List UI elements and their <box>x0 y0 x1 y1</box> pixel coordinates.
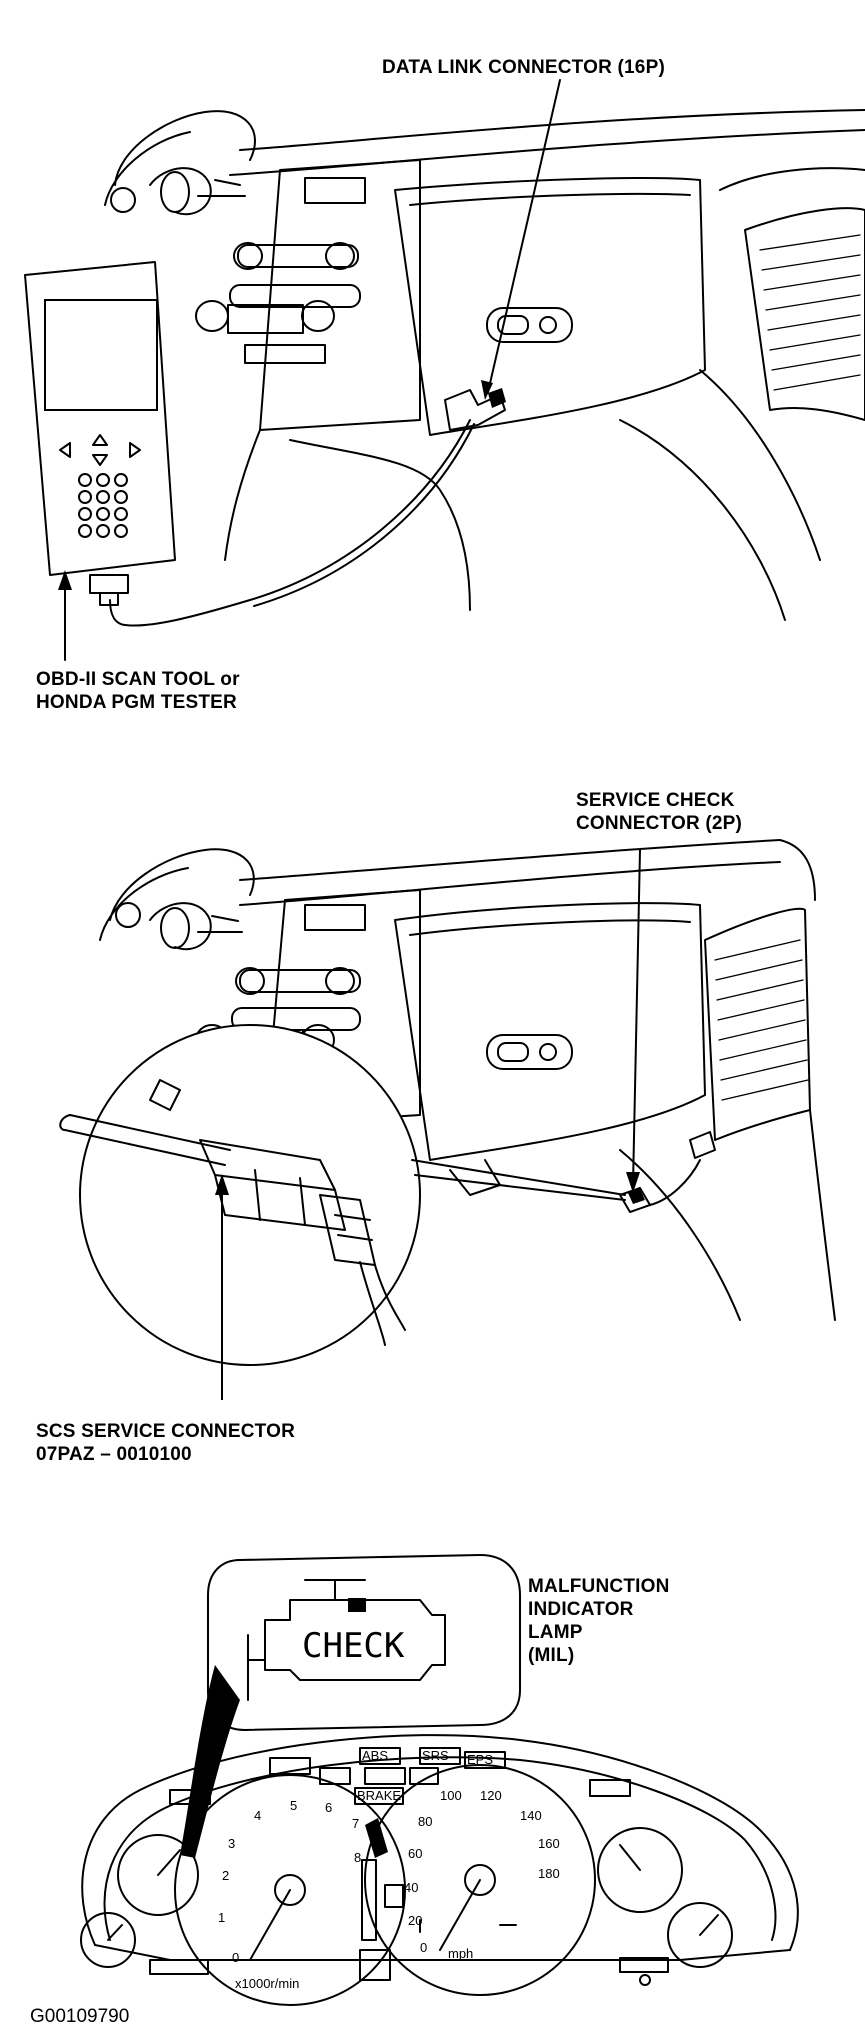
mil-label-line4: (MIL) <box>528 1645 575 1666</box>
speedo-number-80: 80 <box>418 1814 432 1829</box>
tach-number-0: 0 <box>232 1950 239 1965</box>
scan-tool-label: OBD-II SCAN TOOL or HONDA PGM TESTER <box>36 668 240 714</box>
tach-number-3: 3 <box>228 1836 235 1851</box>
speedo-number-20: 20 <box>408 1913 422 1928</box>
eps-lamp-label: EPS <box>467 1752 493 1767</box>
abs-lamp-label: ABS <box>362 1748 388 1763</box>
dash-illustration-dlc <box>24 79 865 661</box>
tach-number-1: 1 <box>218 1910 225 1925</box>
check-engine-lamp-text: CHECK <box>302 1626 405 1666</box>
figure-code: G00109790 <box>30 2006 130 2027</box>
scan-tool-label-line1: OBD-II SCAN TOOL or <box>36 669 240 690</box>
tach-number-5: 5 <box>290 1798 297 1813</box>
tach-unit: x1000r/min <box>235 1976 299 1991</box>
speedo-number-160: 160 <box>538 1836 560 1851</box>
speedo-number-60: 60 <box>408 1846 422 1861</box>
service-check-connector-label: SERVICE CHECK CONNECTOR (2P) <box>576 789 742 835</box>
speedo-number-120: 120 <box>480 1788 502 1803</box>
tach-number-8: 8 <box>354 1850 361 1865</box>
tach-number-6: 6 <box>325 1800 332 1815</box>
speedo-number-140: 140 <box>520 1808 542 1823</box>
speedo-number-40: 40 <box>404 1880 418 1895</box>
tach-number-4: 4 <box>254 1808 261 1823</box>
speed-unit: mph <box>448 1946 473 1961</box>
mil-label-line2: INDICATOR <box>528 1599 634 1620</box>
scs-label-line1: SCS SERVICE CONNECTOR <box>36 1421 295 1442</box>
mil-label-line3: LAMP <box>528 1622 583 1643</box>
srs-lamp-label: SRS <box>422 1748 449 1763</box>
speedo-number-100: 100 <box>440 1788 462 1803</box>
mil-label: MALFUNCTION INDICATOR LAMP (MIL) <box>528 1575 670 1667</box>
speedo-number-0: 0 <box>420 1940 427 1955</box>
tach-number-2: 2 <box>222 1868 229 1883</box>
scs-service-connector-label: SCS SERVICE CONNECTOR 07PAZ – 0010100 <box>36 1420 295 1466</box>
dash-illustration-scc <box>59 839 836 1400</box>
tach-number-7: 7 <box>352 1816 359 1831</box>
data-link-connector-label: DATA LINK CONNECTOR (16P) <box>382 57 665 78</box>
brake-lamp-label: BRAKE <box>357 1788 401 1803</box>
keypad <box>78 473 128 538</box>
mil-label-line1: MALFUNCTION <box>528 1576 670 1597</box>
scc-label-line2: CONNECTOR (2P) <box>576 813 743 834</box>
scc-label-line1: SERVICE CHECK <box>576 790 735 811</box>
speedo-number-180: 180 <box>538 1866 560 1881</box>
scs-label-line2: 07PAZ – 0010100 <box>36 1444 192 1465</box>
scan-tool-label-line2: HONDA PGM TESTER <box>36 692 237 713</box>
